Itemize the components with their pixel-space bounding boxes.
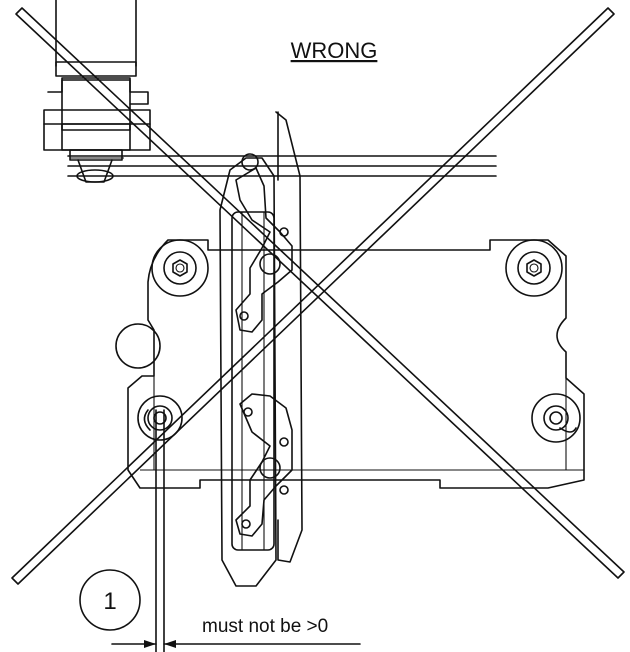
callout-number: 1 (103, 588, 116, 615)
bolt-top-right (505, 239, 563, 297)
bolt-bottom-right (531, 393, 581, 443)
bolt-bottom-left (137, 395, 183, 441)
dimension-arrow (111, 640, 361, 648)
diagram-title: WRONG (291, 38, 378, 63)
base-plate (127, 239, 585, 489)
spindle-tool (43, 0, 151, 183)
callout-circle (79, 569, 141, 631)
bolt-top-left (151, 239, 209, 297)
guide-rails (67, 155, 497, 177)
dimension-label: must not be >0 (202, 616, 328, 637)
wrong-cross (11, 7, 625, 585)
roller-pin (115, 323, 161, 369)
dimension-extension-lines (155, 409, 165, 652)
center-slider (219, 111, 303, 587)
